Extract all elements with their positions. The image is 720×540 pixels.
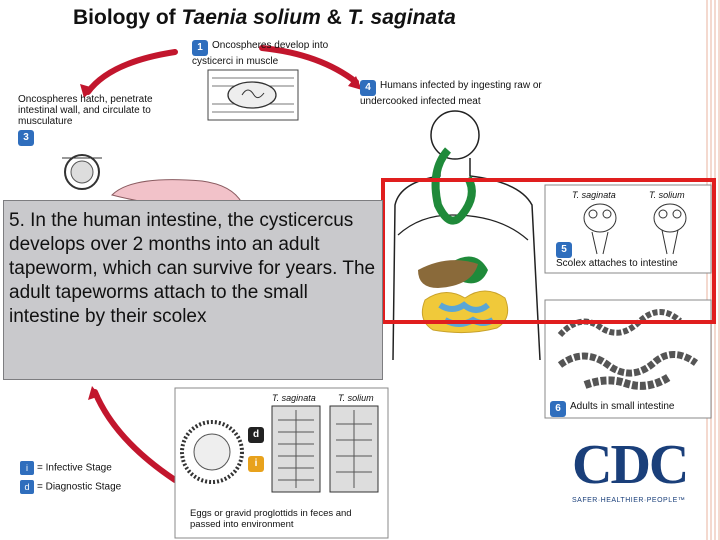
explanation-textbox: 5. In the human intestine, the cysticerc…	[3, 200, 383, 380]
scolex-solium-image	[653, 203, 687, 255]
legend-diagnostic-tag: d	[20, 480, 34, 494]
stage-3-label: Oncospheres hatch, penetrate intestinal …	[18, 94, 178, 146]
stage-3-badge: 3	[18, 130, 34, 146]
proglottid-solium-label: T. solium	[338, 393, 374, 403]
muscle-cyst-image	[207, 69, 299, 121]
legend-diagnostic-label: = Diagnostic Stage	[37, 481, 122, 493]
cdc-logo-tagline: SAFER·HEALTHIER·PEOPLE™	[572, 497, 686, 504]
stage-5-label: 5 Scolex attaches to intestine	[556, 242, 716, 269]
legend-infective: i= Infective Stage	[20, 461, 112, 475]
diagnostic-marker-badge: d	[248, 427, 264, 443]
stage-6-text: Adults in small intestine	[570, 401, 675, 412]
explanation-text: 5. In the human intestine, the cysticerc…	[9, 210, 376, 327]
infective-marker-badge: i	[248, 456, 264, 472]
legend-infective-tag: i	[20, 461, 34, 475]
eggs-text: Eggs or gravid proglottids in feces and …	[190, 508, 352, 530]
proglottid-saginata-image	[271, 405, 321, 493]
stage-4-text: Humans infected by ingesting raw or unde…	[360, 80, 542, 107]
stage-4-badge: 4	[360, 80, 376, 96]
stage-1-badge: 1	[192, 40, 208, 56]
diagnostic-marker: d	[248, 427, 268, 443]
title-species-2: T. saginata	[347, 6, 456, 29]
scolex-saginata-image	[583, 203, 617, 255]
title-species-1: Taenia solium	[181, 6, 321, 29]
stage-5-badge: 5	[556, 242, 572, 258]
eggs-label: Eggs or gravid proglottids in feces and …	[190, 508, 380, 530]
cdc-logo-word: CDC	[572, 434, 689, 496]
slide-title: Biology of Taenia solium & T. saginata	[0, 6, 720, 30]
stage-5-highlight-box	[381, 178, 716, 324]
title-prefix: Biology of	[73, 6, 182, 29]
egg-image	[62, 154, 102, 190]
scolex-panel	[544, 184, 712, 274]
legend-infective-label: = Infective Stage	[37, 462, 112, 474]
stage-6-label: 6 Adults in small intestine	[550, 401, 710, 417]
proglottid-panel	[174, 387, 389, 539]
legend-diagnostic: d= Diagnostic Stage	[20, 480, 121, 494]
proglottid-solium-image	[329, 405, 379, 493]
cycle-arrows	[85, 45, 359, 483]
cdc-logo: CDC SAFER·HEALTHIER·PEOPLE™	[572, 437, 707, 504]
scolex-solium-label: T. solium	[649, 190, 685, 200]
stage-6-badge: 6	[550, 401, 566, 417]
cycle-arrowheads	[80, 76, 362, 400]
title-amp: &	[320, 6, 348, 29]
infective-marker: i	[248, 456, 268, 472]
proglottid-saginata-label: T. saginata	[272, 393, 316, 403]
stage-5-text: Scolex attaches to intestine	[556, 258, 678, 269]
scolex-saginata-label: T. saginata	[572, 190, 616, 200]
adult-worms-panel	[544, 299, 712, 419]
stage-1-text: Oncospheres develop into cysticerci in m…	[192, 40, 329, 67]
stage-3-text: Oncospheres hatch, penetrate intestinal …	[18, 94, 153, 127]
